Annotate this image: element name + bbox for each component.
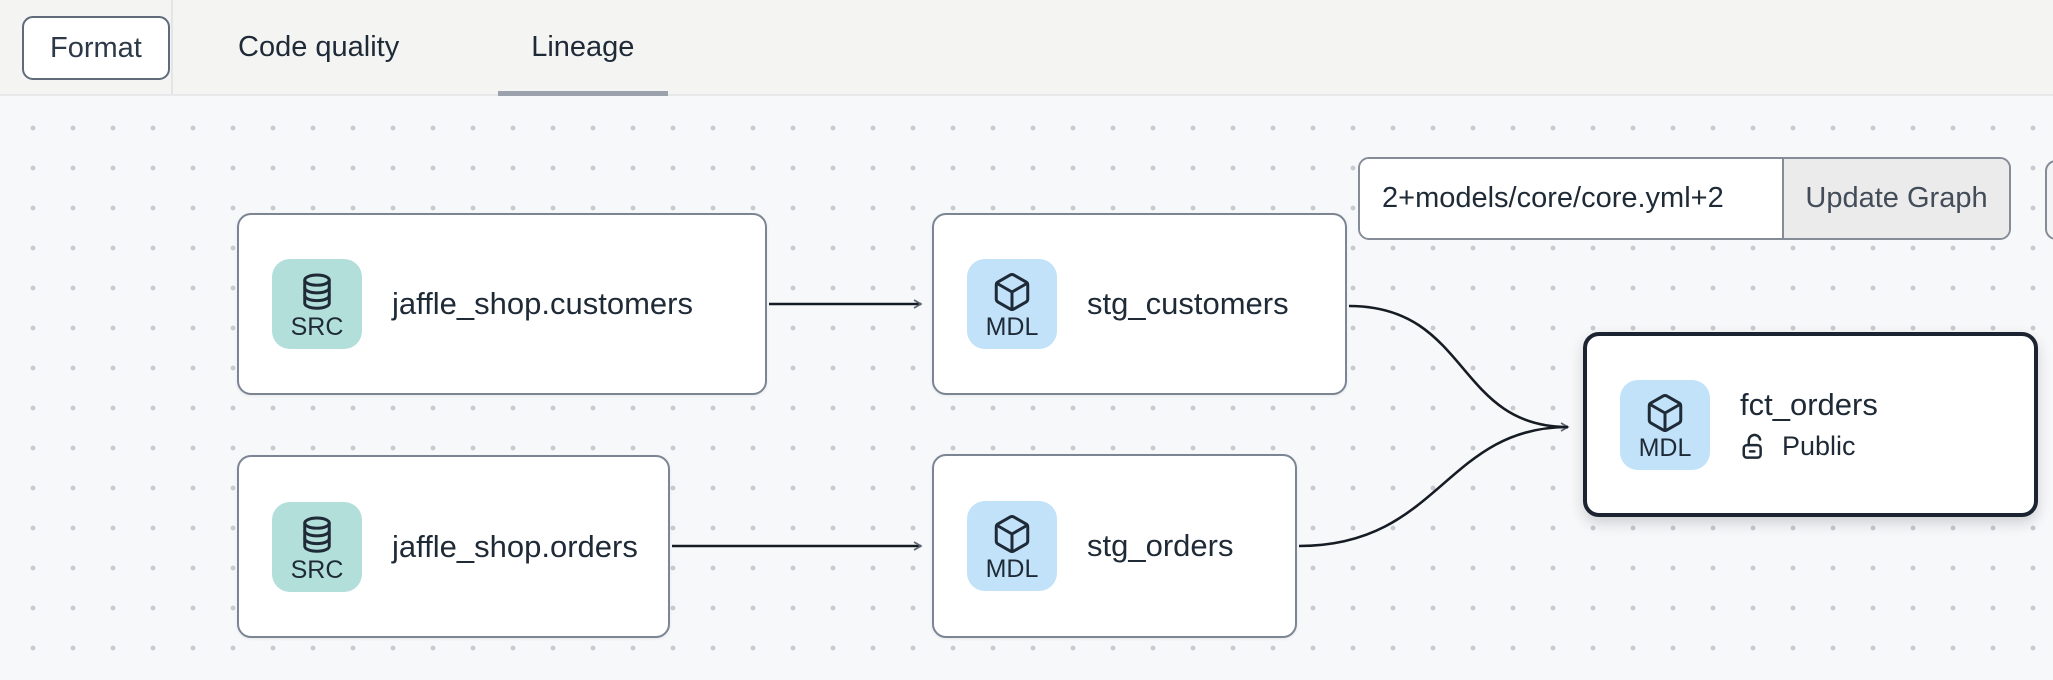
edge-stg-customers-to-fct <box>1348 304 1570 432</box>
update-graph-button[interactable]: Update Graph <box>1782 159 2009 238</box>
mdl-badge: MDL <box>1620 379 1710 470</box>
node-label: fct_orders <box>1740 387 1878 422</box>
node-label: jaffle_shop.customers <box>392 286 693 321</box>
lineage-canvas[interactable]: SRC jaffle_shop.customers MDL stg_custom… <box>0 96 2053 680</box>
edge-stg-orders-to-fct <box>1298 425 1569 548</box>
access-badge: Public <box>1740 431 1878 462</box>
format-button[interactable]: Format <box>22 16 170 80</box>
lock-open-icon <box>1742 433 1762 459</box>
tab-bar: Code quality Lineage <box>172 0 700 97</box>
node-type-label: MDL <box>1638 433 1692 462</box>
tab-code-quality[interactable]: Code quality <box>172 0 465 94</box>
node-label: stg_orders <box>1087 528 1234 563</box>
clipped-toolbar-button[interactable] <box>2045 160 2053 240</box>
access-label: Public <box>1782 431 1856 461</box>
node-label: jaffle_shop.orders <box>392 528 638 564</box>
lineage-selector-group: Update Graph <box>1358 157 2011 240</box>
database-icon <box>303 273 331 311</box>
node-type-label: MDL <box>985 555 1039 584</box>
mdl-badge: MDL <box>967 501 1057 591</box>
node-text-column: fct_orders Public <box>1740 387 1878 462</box>
node-type-label: SRC <box>290 313 344 342</box>
active-tab-underline <box>497 91 668 97</box>
toolbar-divider <box>171 0 173 94</box>
tab-lineage[interactable]: Lineage <box>465 0 700 97</box>
tab-lineage-label: Lineage <box>531 30 635 63</box>
database-icon <box>303 516 331 553</box>
node-label: stg_customers <box>1087 286 1289 321</box>
tab-code-quality-label: Code quality <box>238 30 400 63</box>
node-jaffle-shop-orders[interactable]: SRC jaffle_shop.orders <box>237 455 670 638</box>
node-type-label: MDL <box>985 313 1039 342</box>
node-jaffle-shop-customers[interactable]: SRC jaffle_shop.customers <box>237 213 767 395</box>
node-stg-orders[interactable]: MDL stg_orders <box>932 454 1297 638</box>
src-badge: SRC <box>272 501 362 592</box>
node-fct-orders[interactable]: MDL fct_orders Public <box>1583 332 2038 517</box>
mdl-badge: MDL <box>967 259 1057 349</box>
top-toolbar: Format Code quality Lineage <box>0 0 2053 97</box>
src-badge: SRC <box>272 259 362 349</box>
cube-icon <box>994 273 1030 312</box>
node-stg-customers[interactable]: MDL stg_customers <box>932 213 1347 395</box>
node-type-label: SRC <box>290 555 344 584</box>
cube-icon <box>994 515 1030 554</box>
lineage-selector-input[interactable] <box>1360 159 1782 238</box>
cube-icon <box>1647 393 1683 432</box>
